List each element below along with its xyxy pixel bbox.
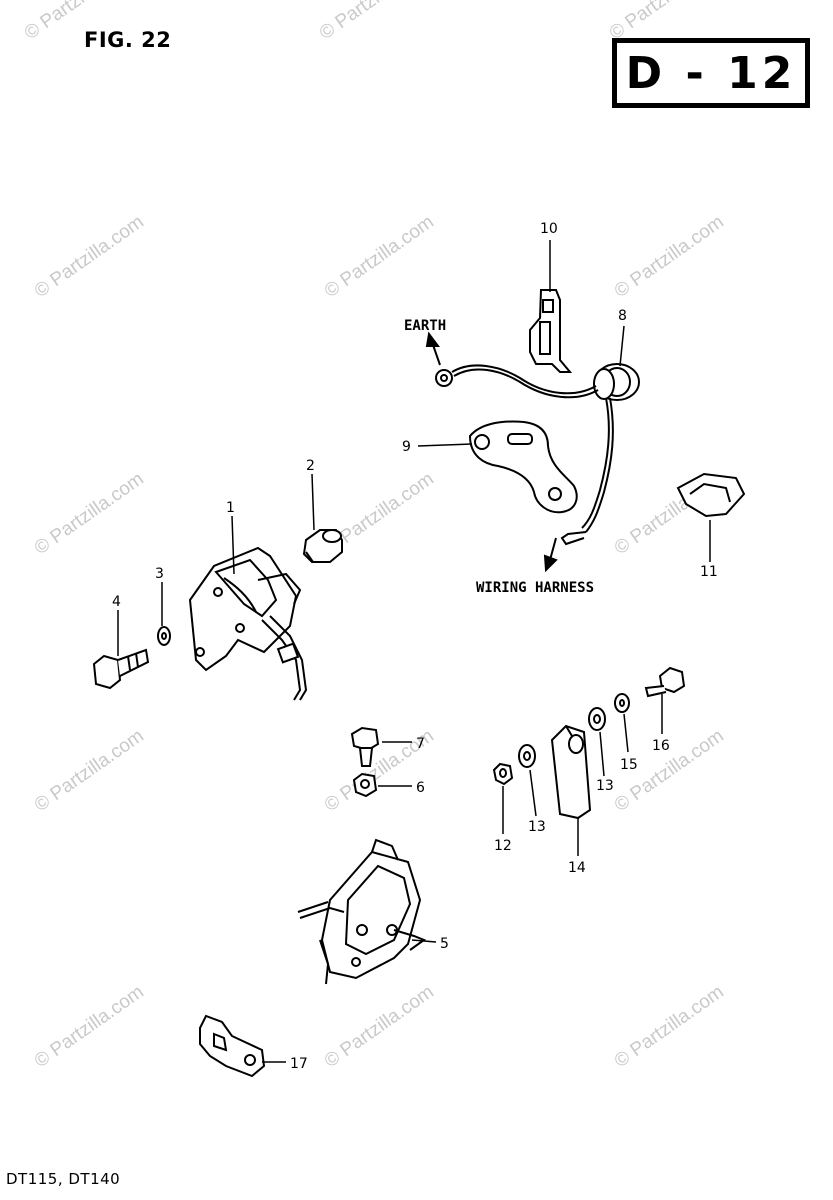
callout-16: 16 (652, 738, 670, 754)
watermark: © Partzilla.com (31, 468, 148, 559)
part-14-block (550, 724, 592, 820)
callout-1: 1 (226, 500, 235, 516)
wiring-harness-note: WIRING HARNESS (476, 580, 594, 596)
callout-9: 9 (402, 439, 411, 455)
callout-12: 12 (494, 838, 512, 854)
sheet-code-box: D - 12 (612, 38, 810, 108)
part-7-bolt (350, 726, 380, 767)
callout-13-lower: 13 (528, 819, 546, 835)
part-12-nut (492, 762, 514, 786)
callout-11: 11 (700, 564, 718, 580)
callout-8: 8 (618, 308, 627, 324)
callout-4: 4 (112, 594, 121, 610)
callout-2: 2 (306, 458, 315, 474)
part-16-bolt (644, 666, 686, 698)
model-list: DT115, DT140 (6, 1170, 121, 1188)
leader-lines (117, 240, 711, 1063)
earth-arrow (425, 331, 441, 366)
watermark: © Partzilla.com (611, 211, 728, 302)
part-13-washer-upper (588, 707, 606, 731)
callout-17: 17 (290, 1056, 308, 1072)
wiring-harness-arrow (543, 537, 558, 573)
callout-14: 14 (568, 860, 586, 876)
callout-10: 10 (540, 221, 558, 237)
part-8-grommet-leads (435, 363, 640, 546)
part-1-switch-bracket (188, 546, 308, 701)
watermark: © Partzilla.com (316, 0, 433, 44)
part-17-clip (199, 1014, 266, 1078)
part-15-lock-washer (614, 693, 630, 713)
callout-3: 3 (155, 566, 164, 582)
watermark: © Partzilla.com (31, 211, 148, 302)
watermark: © Partzilla.com (321, 211, 438, 302)
part-4-bolt (92, 648, 150, 690)
watermark: © Partzilla.com (611, 981, 728, 1072)
part-10-clip (529, 289, 573, 373)
part-6-nut (352, 772, 378, 798)
callout-15: 15 (620, 757, 638, 773)
callout-7: 7 (416, 736, 425, 752)
watermark: © Partzilla.com (31, 725, 148, 816)
part-11-pad (676, 472, 746, 518)
callout-labels: 1 2 3 4 5 6 7 8 9 10 11 12 13 13 14 15 1… (112, 221, 718, 1072)
figure-title: FIG. 22 (84, 28, 172, 52)
sheet-code: D - 12 (625, 47, 797, 99)
callout-5: 5 (440, 936, 449, 952)
part-3-washer (157, 626, 171, 646)
callout-13-upper: 13 (596, 778, 614, 794)
part-5-switch-plate (297, 838, 427, 985)
earth-note: EARTH (404, 318, 446, 334)
part-9-bracket (468, 420, 578, 514)
watermark: © Partzilla.com (321, 981, 438, 1072)
watermark: © Partzilla.com (31, 981, 148, 1072)
part-2-collar (302, 529, 343, 563)
part-13-washer (518, 744, 536, 768)
callout-6: 6 (416, 780, 425, 796)
